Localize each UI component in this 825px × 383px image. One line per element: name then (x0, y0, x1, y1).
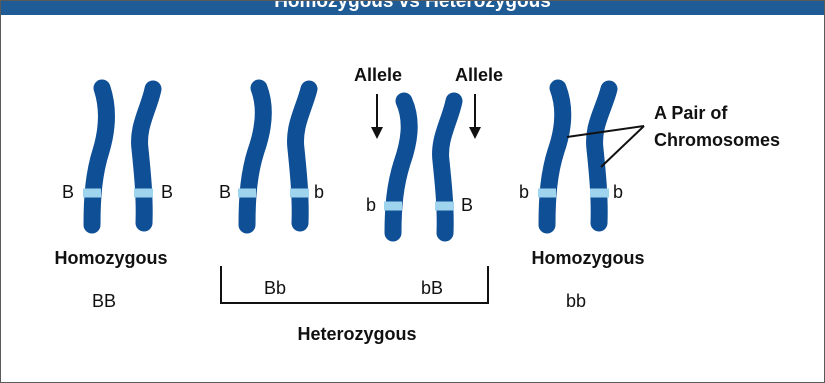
heterozygous-caption: Heterozygous (297, 324, 416, 344)
pointer-line (567, 126, 644, 137)
allele-label-right: B (161, 182, 173, 202)
genotype-label: bb (566, 291, 586, 311)
homozygous-caption: Homozygous (54, 248, 167, 268)
allele-label-top-right: Allele (455, 65, 503, 85)
bracket-line (221, 266, 488, 303)
allele-label-right: b (613, 182, 623, 202)
chromosome-pair-bb-hetero-reversed: b B bB (366, 101, 473, 298)
chromosome (393, 101, 409, 233)
arrow-down-icon (469, 127, 481, 139)
chromosome (295, 89, 309, 223)
allele-annotations: Allele Allele (354, 65, 503, 139)
allele-label-right: b (314, 182, 324, 202)
chromosome-pair-bb: B B Homozygous BB (54, 88, 173, 311)
chromosome (595, 89, 609, 223)
allele-label-left: B (62, 182, 74, 202)
chromosome (247, 88, 263, 225)
genotype-label: BB (92, 291, 116, 311)
chromosome-pair-label-line1: A Pair of (654, 103, 728, 123)
chromosome-pair-bb-hetero: B b Bb (219, 88, 324, 298)
arrow-down-icon (371, 127, 383, 139)
genotype-label: bB (421, 278, 443, 298)
chromosome (441, 101, 454, 233)
chromosome-pair-label-line2: Chromosomes (654, 130, 780, 150)
allele-label-right: B (461, 195, 473, 215)
allele-label-left: b (366, 195, 376, 215)
chromosome (140, 89, 153, 223)
chromosome-pair-bb-recessive: b b Homozygous bb (519, 88, 645, 311)
allele-label-left: B (219, 182, 231, 202)
chromosome (92, 88, 106, 225)
genotype-label: Bb (264, 278, 286, 298)
chromosome (547, 88, 563, 225)
allele-label-left: b (519, 182, 529, 202)
allele-label-top-left: Allele (354, 65, 402, 85)
homozygous-caption: Homozygous (531, 248, 644, 268)
heterozygous-bracket: Heterozygous (221, 266, 488, 344)
